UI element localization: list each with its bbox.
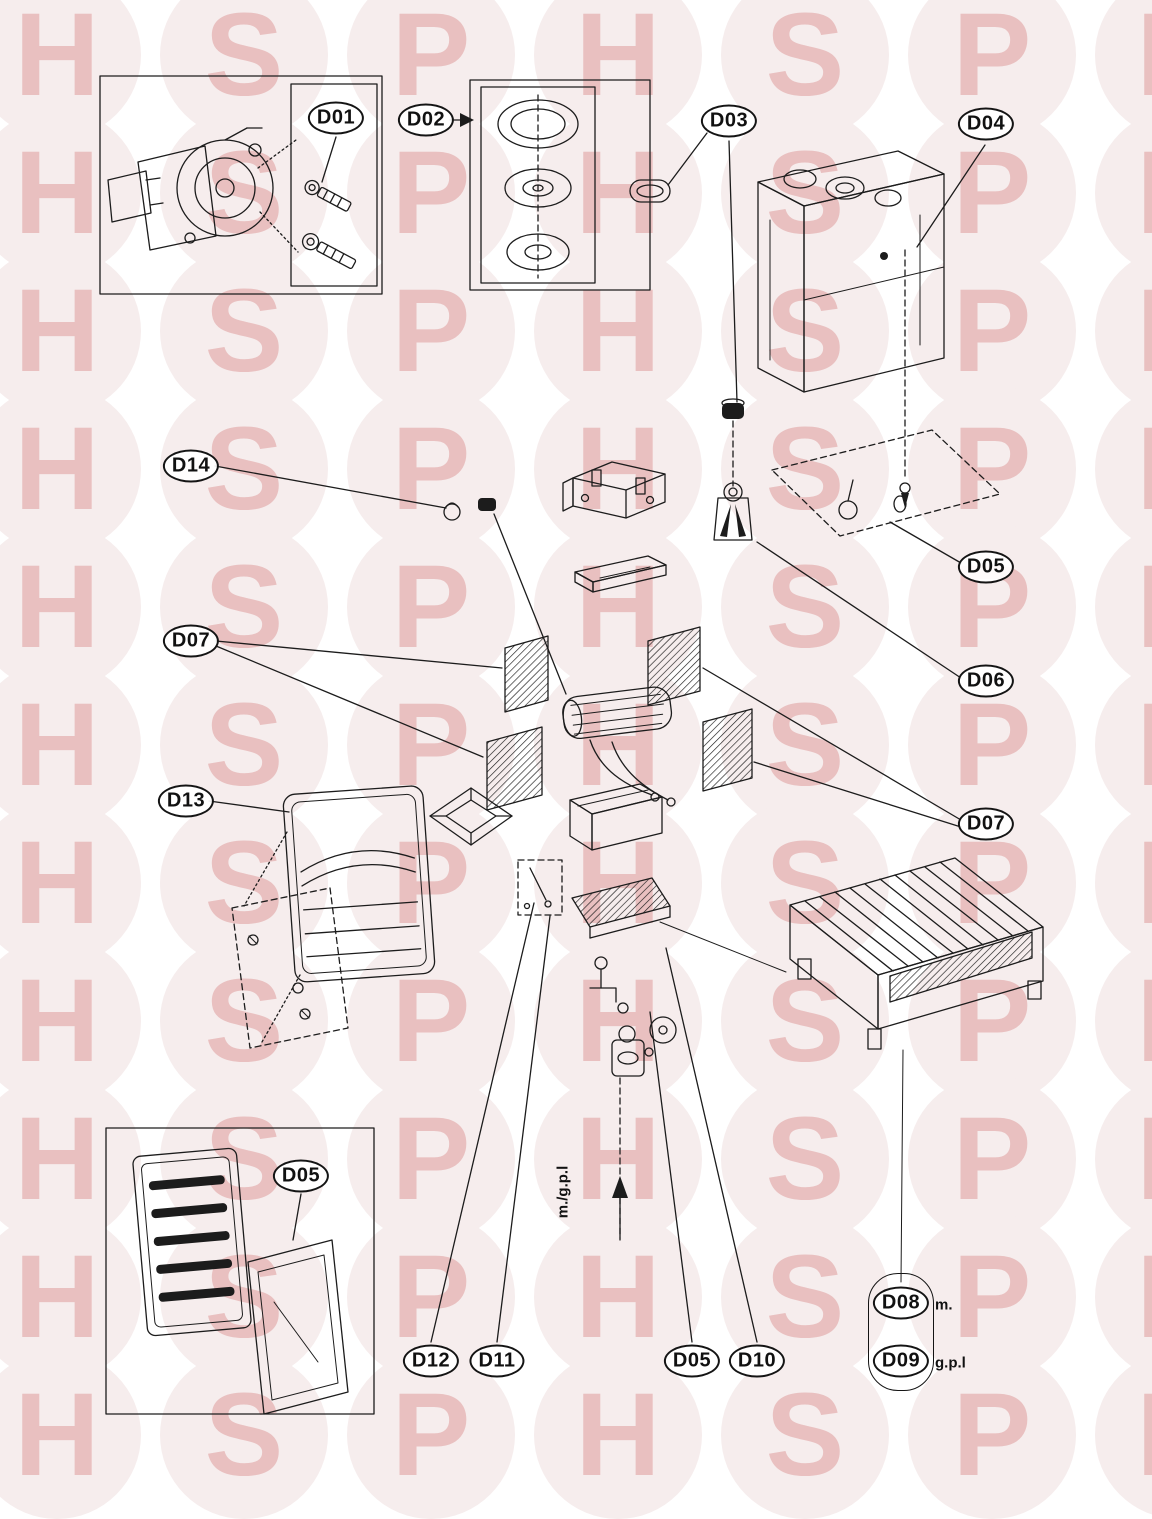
gasket-stack-inset xyxy=(469,79,671,291)
gas-valve xyxy=(713,482,753,541)
callout-d01: D01 xyxy=(307,101,365,135)
callout-d05: D05 xyxy=(272,1159,330,1193)
callout-d04: D04 xyxy=(957,107,1015,141)
screw-icon xyxy=(304,179,352,212)
callout-d14: D14 xyxy=(162,449,220,483)
callout-d07: D07 xyxy=(957,807,1015,841)
callout-d06: D06 xyxy=(957,664,1015,698)
callout-d05: D05 xyxy=(663,1344,721,1378)
watermark-letter: P xyxy=(908,1213,1076,1381)
callout-suffix-d08: m. xyxy=(935,1296,953,1314)
watermark-letter: H xyxy=(534,0,702,139)
d03-leaders xyxy=(667,132,738,403)
insulation-panels xyxy=(486,626,753,811)
grommet xyxy=(721,398,745,487)
gas-flow-arrow-icon xyxy=(612,1176,628,1239)
callout-d09: D09 xyxy=(872,1344,930,1378)
mounting-bracket xyxy=(562,461,666,519)
callout-d11: D11 xyxy=(469,1344,525,1378)
callout-d05: D05 xyxy=(957,550,1015,584)
boiler-casing xyxy=(757,150,945,393)
slide-rail xyxy=(574,555,667,593)
burner-tray xyxy=(571,877,787,973)
callout-d13: D13 xyxy=(157,784,215,818)
callout-d12: D12 xyxy=(402,1344,460,1378)
fan-assembly-inset xyxy=(99,75,383,295)
heat-exchanger xyxy=(789,857,1044,1283)
callout-d10: D10 xyxy=(728,1344,786,1378)
burner-channel xyxy=(569,783,663,851)
door-panel-inset xyxy=(105,1127,375,1415)
watermark-letter: S xyxy=(721,247,889,415)
callout-d03: D03 xyxy=(700,104,758,138)
watermark-letter: S xyxy=(160,109,328,277)
watermark-letter: P xyxy=(347,385,515,553)
casing-mounting-plate xyxy=(771,429,1001,537)
watermark-letter: S xyxy=(721,523,889,691)
watermark-letter: P xyxy=(908,0,1076,139)
deflector-plate xyxy=(429,787,513,846)
leader-lines xyxy=(208,144,986,1343)
retaining-clips xyxy=(443,498,496,521)
front-panel xyxy=(282,785,436,983)
panel-fixings xyxy=(231,831,349,1049)
exploded-parts-diagram xyxy=(99,75,1044,1415)
screw-icon xyxy=(301,233,357,270)
watermark-letter: H xyxy=(0,109,141,277)
callout-d08: D08 xyxy=(872,1286,930,1320)
electrode-detail xyxy=(517,859,563,916)
callout-d07: D07 xyxy=(162,624,220,658)
callout-d02: D02 xyxy=(397,103,455,137)
callout-suffix-d09: g.p.l xyxy=(935,1354,966,1372)
